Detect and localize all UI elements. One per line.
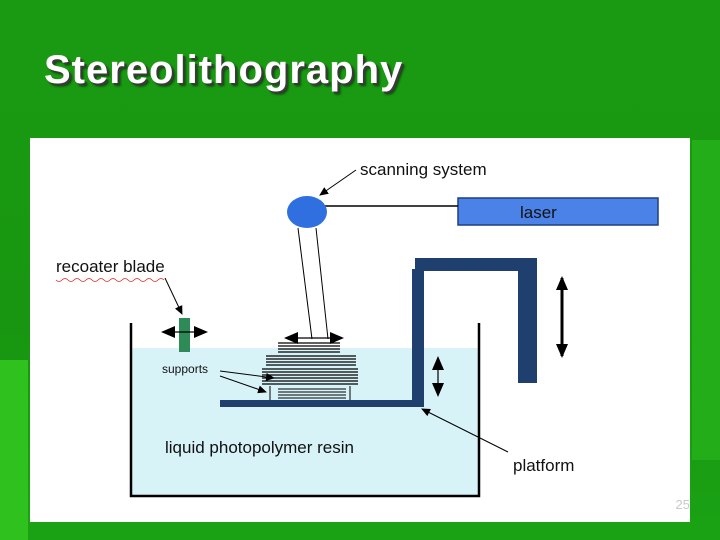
- supports-pointer-upper: [219, 370, 275, 381]
- laser-label: laser: [520, 203, 557, 222]
- scan-beam-left: [297, 227, 313, 340]
- part-layers-top: [262, 342, 358, 385]
- stereolithography-diagram: laser scanning system recoater blade: [30, 138, 690, 522]
- build-platform: [220, 400, 412, 407]
- supports-label: supports: [162, 362, 208, 376]
- resin-vat: [129, 323, 481, 498]
- recoater-blade-label: recoater blade: [56, 257, 165, 276]
- page-number: 25: [675, 497, 690, 512]
- background-stripe-right: [692, 140, 720, 460]
- spellcheck-squiggle: [55, 278, 165, 282]
- support-structures: [269, 386, 351, 400]
- scanning-system-pointer: [319, 169, 357, 196]
- platform-label: platform: [513, 456, 574, 475]
- scanning-system-label: scanning system: [360, 160, 487, 179]
- platform-elevator-arm: [412, 258, 537, 407]
- scanner-mirror: [287, 196, 327, 228]
- scan-beam-right: [315, 227, 329, 340]
- background-stripe-left: [0, 360, 28, 540]
- slide-title: Stereolithography: [44, 48, 404, 92]
- supports-pointer-lower: [219, 375, 267, 394]
- platform-pointer: [421, 408, 509, 453]
- recoater-blade-pointer: [164, 277, 183, 315]
- resin-label: liquid photopolymer resin: [165, 438, 354, 457]
- recoater-blade: [179, 318, 190, 352]
- laser-box: [457, 197, 659, 226]
